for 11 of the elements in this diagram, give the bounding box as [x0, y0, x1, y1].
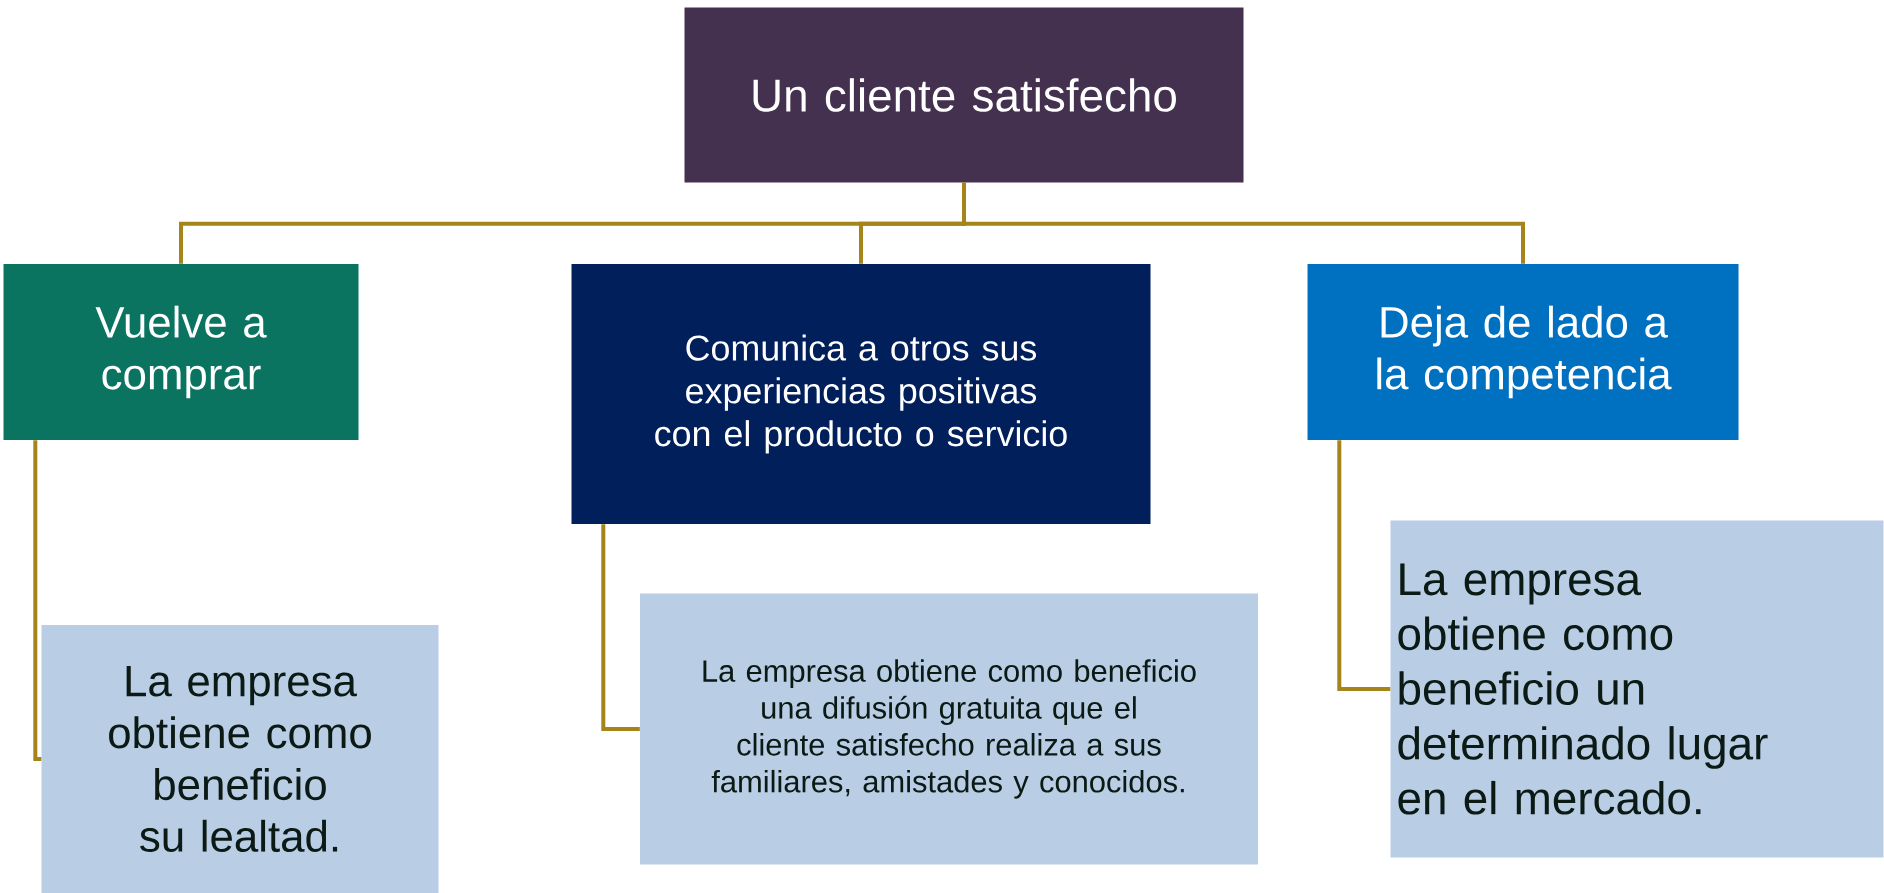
category-box: Deja de lado a la competencia: [1307, 264, 1739, 440]
benefit-box: La empresa obtiene como beneficio una difusión gratuita que el cliente satisfecho realiza a sus familiares, amistades y conocidos.: [640, 593, 1258, 865]
connector-line: [962, 182, 1525, 264]
connector-line: [33, 440, 42, 761]
category-box: Vuelve a comprar: [3, 264, 359, 440]
category-box: Comunica a otros sus experiencias positivas con el producto o servicio: [571, 264, 1151, 524]
benefit-box: La empresa obtiene como beneficio su lealtad.: [41, 625, 439, 893]
title-box: Un cliente satisfecho: [684, 7, 1244, 183]
connector-line: [601, 524, 640, 731]
benefit-box: La empresa obtiene como beneficio un determinado lugar en el mercado.: [1390, 520, 1884, 858]
connector-line: [1337, 440, 1391, 691]
